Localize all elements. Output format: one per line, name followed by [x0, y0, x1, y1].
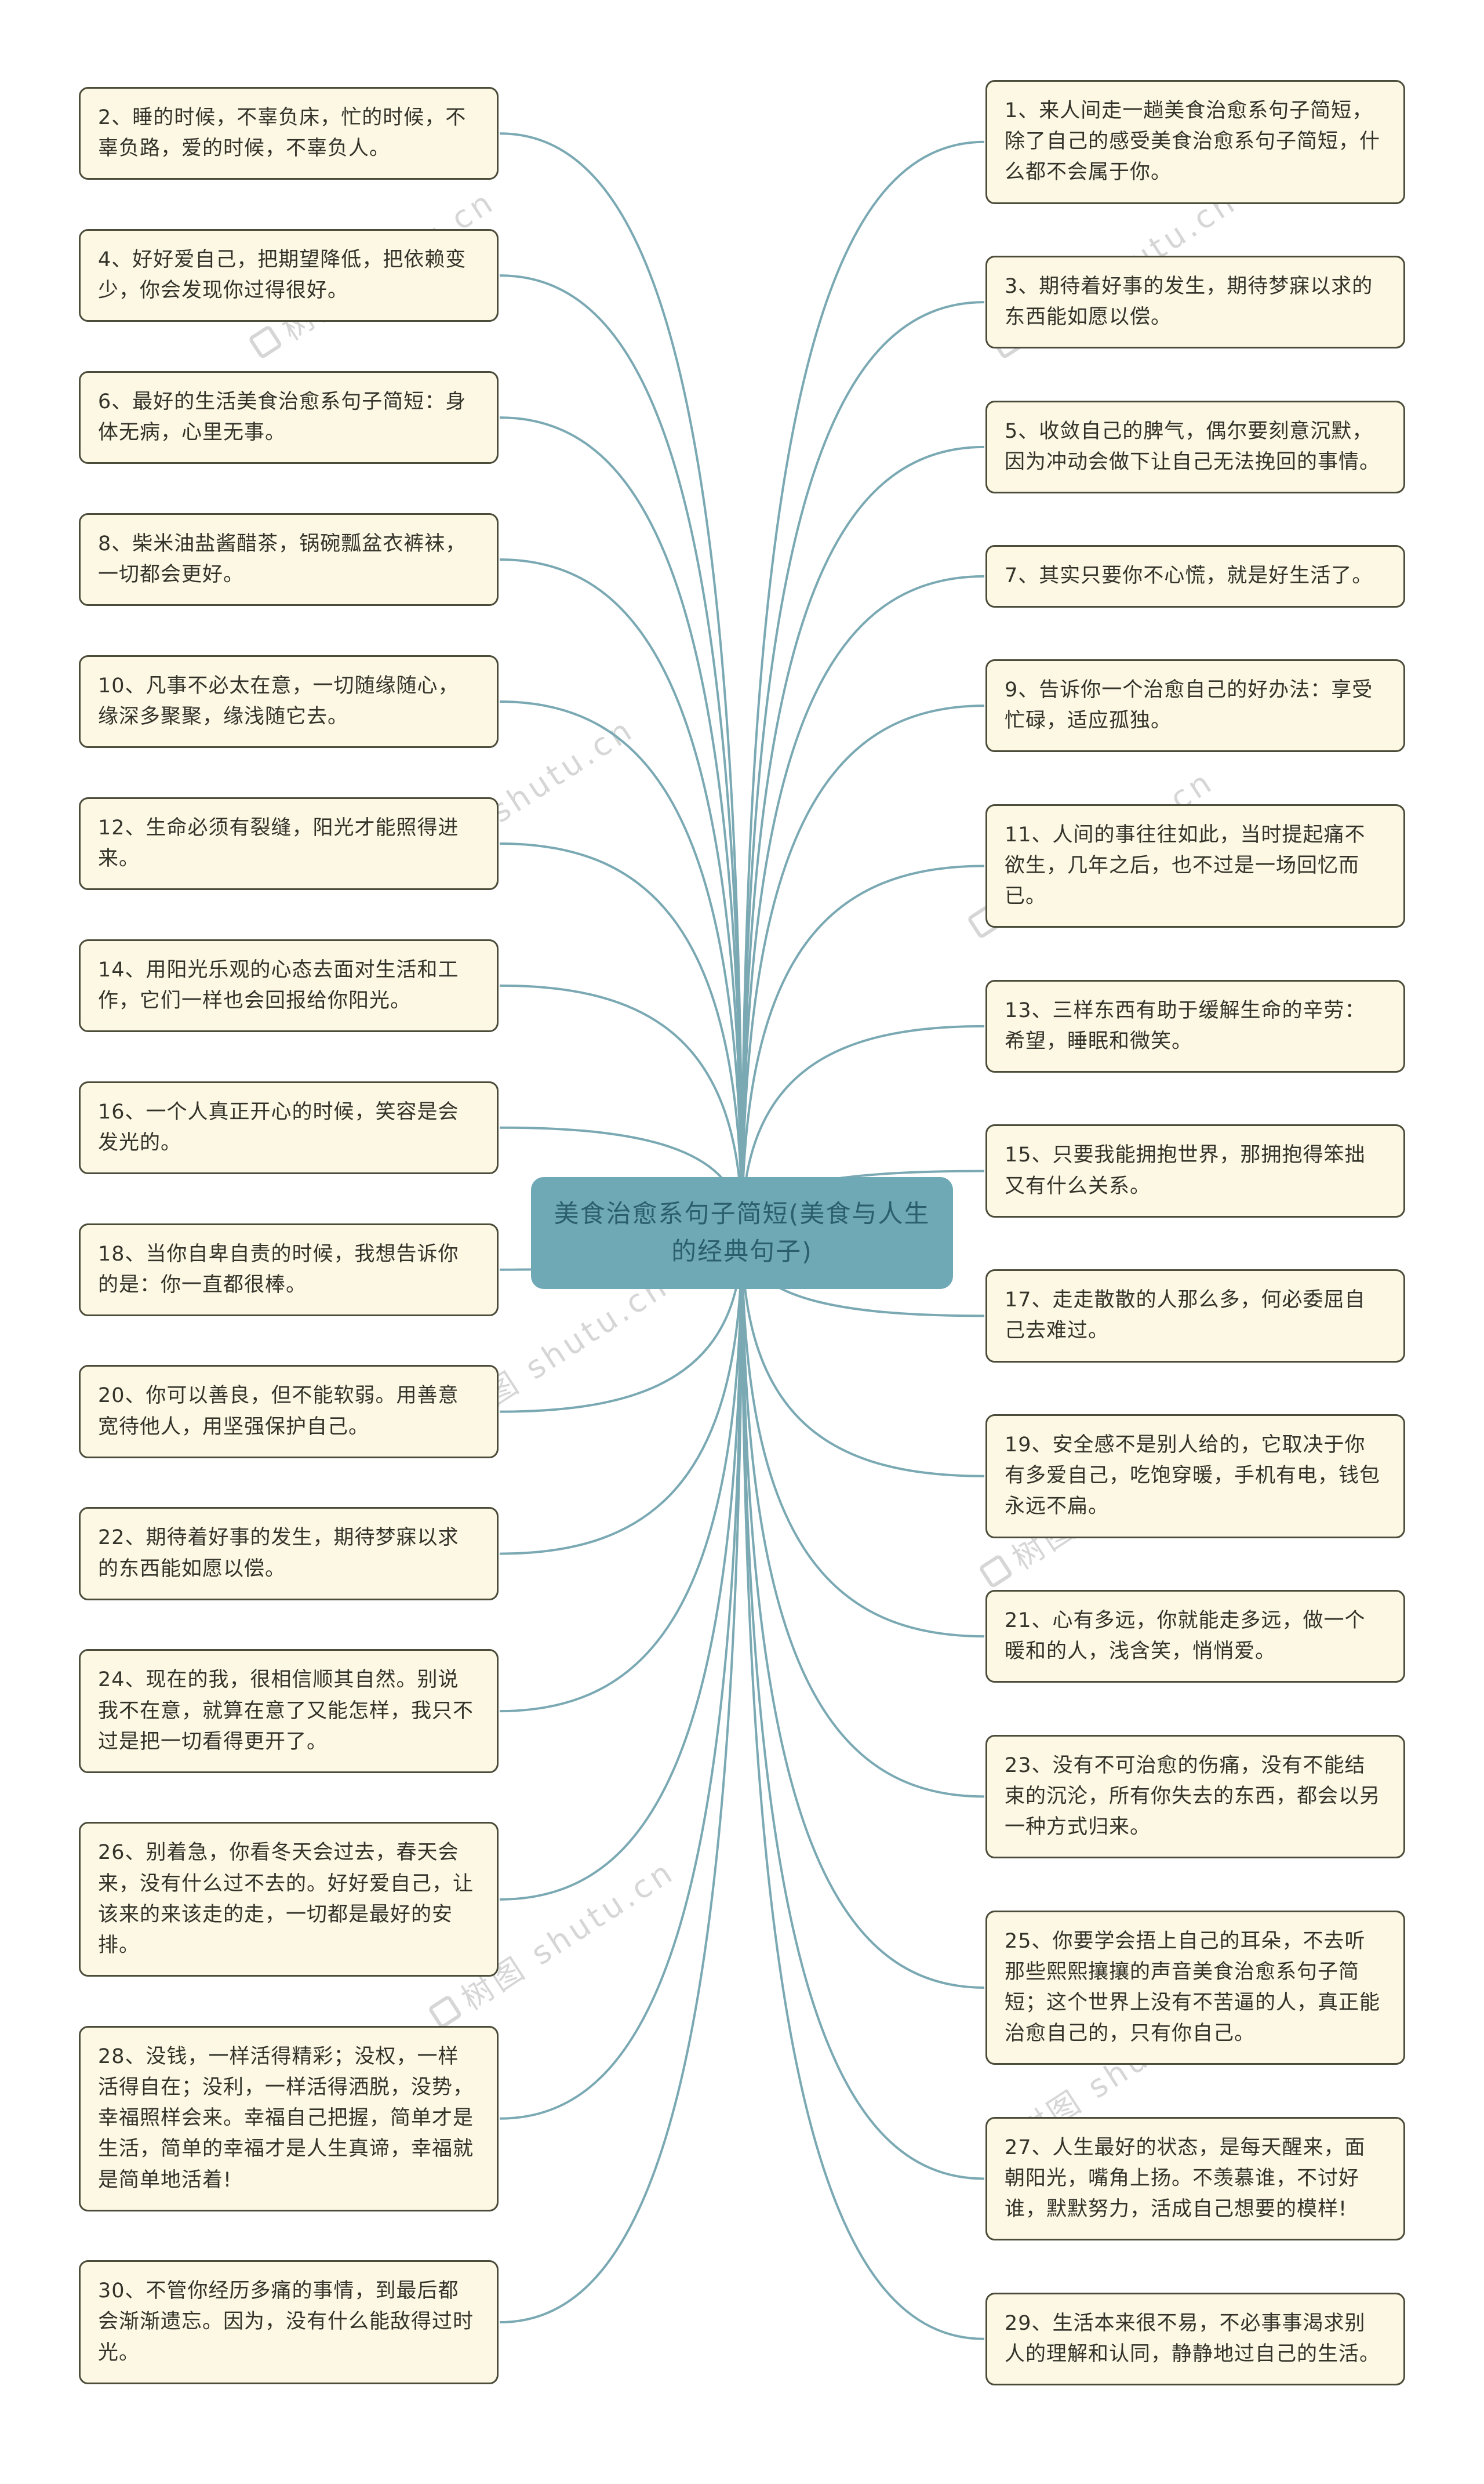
branch-connector-line [499, 132, 743, 1233]
quote-text: 28、没钱，一样活得精彩；没权，一样活得自在；没利，一样活得洒脱，没势，幸福照样… [98, 2044, 474, 2192]
quote-box-left[interactable]: 28、没钱，一样活得精彩；没权，一样活得自在；没利，一样活得洒脱，没势，幸福照样… [79, 2025, 499, 2211]
quote-box-left[interactable]: 26、别着急，你看冬天会过去，春天会来，没有什么过不去的。好好爱自己，让该来的来… [79, 1822, 499, 1977]
quote-box-left[interactable]: 18、当你自卑自责的时候，我想告诉你的是：你一直都很棒。 [79, 1223, 499, 1316]
quote-box-right[interactable]: 13、三样东西有助于缓解生命的辛劳：希望，睡眠和微笑。 [985, 979, 1405, 1073]
quote-text: 7、其实只要你不心慌，就是好生活了。 [1005, 564, 1373, 588]
quote-box-left[interactable]: 30、不管你经历多痛的事情，到最后都会渐渐遗忘。因为，没有什么能敌得过时光。 [79, 2260, 499, 2384]
branch-connector-line [499, 1233, 743, 1901]
branch-connector-line [741, 445, 985, 1233]
quote-box-right[interactable]: 11、人间的事往往如此，当时提起痛不欲生，几年之后，也不过是一场回忆而已。 [985, 804, 1405, 928]
right-branch-column: 1、来人间走一趟美食治愈系句子简短，除了自己的感受美食治愈系句子简短，什么都不会… [985, 80, 1405, 2385]
branch-connector-line [499, 274, 743, 1233]
quote-text: 29、生活本来很不易，不必事事渴求别人的理解和认同，静静地过自己的生活。 [1005, 2311, 1381, 2366]
branch-connector-line [741, 1233, 985, 1989]
quote-text: 22、期待着好事的发生，期待梦寐以求的东西能如愿以偿。 [98, 1526, 459, 1581]
branch-connector-line [741, 1233, 985, 1638]
quote-text: 4、好好爱自己，把期望降低，把依赖变少，你会发现你过得很好。 [98, 248, 467, 303]
quote-box-right[interactable]: 19、安全感不是别人给的，它取决于你有多爱自己，吃饱穿暖，手机有电，钱包永远不扁… [985, 1414, 1405, 1538]
quote-box-right[interactable]: 7、其实只要你不心慌，就是好生活了。 [985, 545, 1405, 608]
quote-text: 24、现在的我，很相信顺其自然。别说我不在意，就算在意了又能怎样，我只不过是把一… [98, 1668, 474, 1753]
quote-text: 2、睡的时候，不辜负床，忙的时候，不辜负路，爱的时候，不辜负人。 [98, 106, 467, 161]
quote-box-right[interactable]: 25、你要学会捂上自己的耳朵，不去听那些熙熙攘攘的声音美食治愈系句子简短；这个世… [985, 1910, 1405, 2065]
quote-box-left[interactable]: 24、现在的我，很相信顺其自然。别说我不在意，就算在意了又能怎样，我只不过是把一… [79, 1649, 499, 1773]
quote-box-left[interactable]: 4、好好爱自己，把期望降低，把依赖变少，你会发现你过得很好。 [79, 228, 499, 322]
quote-box-left[interactable]: 2、睡的时候，不辜负床，忙的时候，不辜负路，爱的时候，不辜负人。 [79, 87, 499, 180]
branch-connector-line [741, 1233, 985, 2340]
branch-connector-line [741, 1233, 985, 2180]
branch-connector-line [741, 301, 985, 1233]
quote-text: 21、心有多远，你就能走多远，做一个暖和的人，浅含笑，悄悄爱。 [1005, 1608, 1366, 1664]
quote-box-right[interactable]: 23、没有不可治愈的伤痛，没有不能结束的沉沦，所有你失去的东西，都会以另一种方式… [985, 1734, 1405, 1859]
quote-text: 20、你可以善良，但不能软弱。用善意宽待他人，用坚强保护自己。 [98, 1384, 459, 1439]
quote-box-left[interactable]: 10、凡事不必太在意，一切随缘随心，缘深多聚聚，缘浅随它去。 [79, 655, 499, 749]
quote-text: 26、别着急，你看冬天会过去，春天会来，没有什么过不去的。好好爱自己，让该来的来… [98, 1841, 474, 1957]
quote-text: 14、用阳光乐观的心态去面对生活和工作，它们一样也会回报给你阳光。 [98, 958, 459, 1012]
quote-text: 9、告诉你一个治愈自己的好办法：享受忙碌，适应孤独。 [1005, 678, 1373, 733]
quote-box-right[interactable]: 3、期待着好事的发生，期待梦寐以求的东西能如愿以偿。 [985, 255, 1405, 349]
quote-text: 10、凡事不必太在意，一切随缘随心，缘深多聚聚，缘浅随它去。 [98, 674, 459, 728]
branch-connector-line [499, 842, 743, 1233]
quote-text: 8、柴米油盐酱醋茶，锅碗瓢盆衣裤袜，一切都会更好。 [98, 532, 467, 586]
central-topic-node[interactable]: 美食治愈系句子简短(美食与人生的经典句子) [531, 1177, 953, 1289]
quote-box-right[interactable]: 5、收敛自己的脾气，偶尔要刻意沉默，因为冲动会做下让自己无法挽回的事情。 [985, 400, 1405, 494]
branch-connector-line [499, 1233, 743, 2324]
quote-text: 18、当你自卑自责的时候，我想告诉你的是：你一直都很棒。 [98, 1242, 459, 1297]
quote-box-left[interactable]: 12、生命必须有裂缝，阳光才能照得进来。 [79, 797, 499, 891]
quote-text: 13、三样东西有助于缓解生命的辛劳：希望，睡眠和微笑。 [1005, 998, 1366, 1053]
branch-connector-line [741, 1233, 985, 1798]
quote-text: 30、不管你经历多痛的事情，到最后都会渐渐遗忘。因为，没有什么能敌得过时光。 [98, 2279, 474, 2365]
quote-text: 15、只要我能拥抱世界，那拥抱得笨拙又有什么关系。 [1005, 1143, 1366, 1198]
branch-connector-line [741, 575, 985, 1233]
quote-text: 17、走走散散的人那么多，何必委屈自己去难过。 [1005, 1288, 1366, 1343]
branch-connector-line [499, 558, 743, 1233]
quote-box-left[interactable]: 8、柴米油盐酱醋茶，锅碗瓢盆衣裤袜，一切都会更好。 [79, 513, 499, 607]
branch-connector-line [741, 140, 985, 1233]
quote-box-left[interactable]: 6、最好的生活美食治愈系句子简短：身体无病，心里无事。 [79, 371, 499, 464]
quote-text: 12、生命必须有裂缝，阳光才能照得进来。 [98, 816, 459, 870]
quote-text: 19、安全感不是别人给的，它取决于你有多爱自己，吃饱穿暖，手机有电，钱包永远不扁… [1005, 1433, 1381, 1519]
quote-box-left[interactable]: 14、用阳光乐观的心态去面对生活和工作，它们一样也会回报给你阳光。 [79, 939, 499, 1032]
quote-box-left[interactable]: 20、你可以善良，但不能软弱。用善意宽待他人，用坚强保护自己。 [79, 1365, 499, 1458]
quote-text: 6、最好的生活美食治愈系句子简短：身体无病，心里无事。 [98, 390, 467, 445]
quote-box-right[interactable]: 9、告诉你一个治愈自己的好办法：享受忙碌，适应孤独。 [985, 659, 1405, 753]
quote-box-right[interactable]: 1、来人间走一趟美食治愈系句子简短，除了自己的感受美食治愈系句子简短，什么都不会… [985, 80, 1405, 204]
quote-box-right[interactable]: 15、只要我能拥抱世界，那拥抱得笨拙又有什么关系。 [985, 1124, 1405, 1218]
central-topic-label: 美食治愈系句子简短(美食与人生的经典句子) [554, 1200, 930, 1266]
quote-box-right[interactable]: 17、走走散散的人那么多，何必委屈自己去难过。 [985, 1269, 1405, 1363]
quote-text: 3、期待着好事的发生，期待梦寐以求的东西能如愿以偿。 [1005, 274, 1373, 329]
quote-box-right[interactable]: 29、生活本来很不易，不必事事渴求别人的理解和认同，静静地过自己的生活。 [985, 2292, 1405, 2385]
branch-connector-line [499, 1233, 743, 1713]
quote-text: 23、没有不可治愈的伤痛，没有不能结束的沉沦，所有你失去的东西，都会以另一种方式… [1005, 1753, 1381, 1839]
quote-text: 16、一个人真正开心的时候，笑容是会发光的。 [98, 1100, 459, 1154]
branch-connector-line [499, 700, 743, 1233]
branch-connector-line [741, 704, 985, 1233]
branch-connector-line [499, 1233, 743, 2120]
quote-box-left[interactable]: 22、期待着好事的发生，期待梦寐以求的东西能如愿以偿。 [79, 1507, 499, 1600]
quote-text: 11、人间的事往往如此，当时提起痛不欲生，几年之后，也不过是一场回忆而已。 [1005, 823, 1366, 909]
quote-text: 1、来人间走一趟美食治愈系句子简短，除了自己的感受美食治愈系句子简短，什么都不会… [1005, 99, 1381, 184]
quote-text: 5、收敛自己的脾气，偶尔要刻意沉默，因为冲动会做下让自己无法挽回的事情。 [1005, 419, 1381, 474]
quote-box-left[interactable]: 16、一个人真正开心的时候，笑容是会发光的。 [79, 1081, 499, 1174]
quote-text: 27、人生最好的状态，是每天醒来，面朝阳光，嘴角上扬。不羡慕谁，不讨好谁，默默努… [1005, 2136, 1366, 2221]
branch-connector-line [499, 416, 743, 1233]
quote-box-right[interactable]: 21、心有多远，你就能走多远，做一个暖和的人，浅含笑，悄悄爱。 [985, 1589, 1405, 1683]
left-branch-column: 2、睡的时候，不辜负床，忙的时候，不辜负路，爱的时候，不辜负人。 4、好好爱自己，… [79, 87, 499, 2384]
quote-box-right[interactable]: 27、人生最好的状态，是每天醒来，面朝阳光，嘴角上扬。不羡慕谁，不讨好谁，默默努… [985, 2116, 1405, 2241]
quote-text: 25、你要学会捂上自己的耳朵，不去听那些熙熙攘攘的声音美食治愈系句子简短；这个世… [1005, 1929, 1381, 2046]
